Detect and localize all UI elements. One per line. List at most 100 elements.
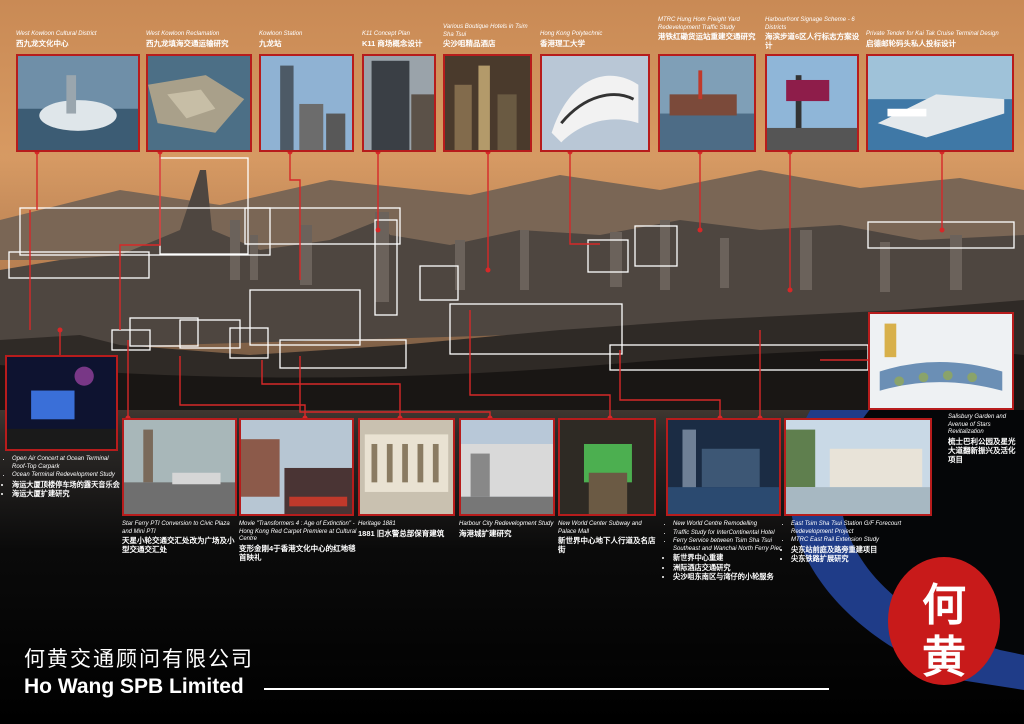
caption-salisbury-garden: Salisbury Garden and Avenue of Stars Rev… [948,414,1018,464]
caption-zh: 西九龙文化中心 [16,38,69,48]
photo-kai-tak-cruise [866,54,1014,152]
image-placeholder [786,420,930,514]
image-placeholder [461,420,553,514]
caption-en: Kowloon Station [259,31,303,37]
photo-hong-kong-polytechnic [540,54,650,152]
caption-en: K11 Concept Plan [362,31,410,37]
caption-en: Hong Kong Polytechnic [540,31,603,37]
photo-east-tst-station [784,418,932,516]
image-placeholder [261,56,352,150]
caption-harbour-city: Harbour City Redevelopment Study 海港城扩建研究 [459,521,555,538]
bullet-en: Ocean Terminal Redevelopment Study [12,472,120,480]
seal-char-bottom: 黄 [922,632,966,683]
east-tst-notes: East Tsim Sha Tsui Station G/F Forecourt… [784,521,934,565]
caption-west-kowloon-cultural-district: West Kowloon Cultural District 西九龙文化中心 [16,31,141,48]
caption-zh: 九龙站 [259,38,282,48]
caption-star-ferry-pti: Star Ferry PTI Conversion to Civic Plaza… [122,521,237,554]
image-placeholder [668,420,779,514]
photo-harbourfront-signage [765,54,859,152]
image-placeholder [364,56,434,150]
bullet-zh: 海运大厦顶楼停车场的露天音乐会 [12,480,120,490]
new-world-notes: New World Centre Remodelling Traffic Stu… [666,521,784,583]
caption-zh: 变形金刚4于香港文化中心的红地毯首映礼 [239,543,356,562]
caption-boutique-hotels: Various Boutique Hotels in Tsim Sha Tsui… [443,24,528,48]
caption-en: West Kowloon Cultural District [16,31,97,37]
bullet-zh: 新世界中心重建 [673,553,784,563]
image-placeholder [660,56,754,150]
ocean-terminal-notes: Open Air Concert at Ocean Terminal Roof-… [5,456,120,500]
caption-zh: 启德邮轮码头私人投标设计 [866,38,956,48]
caption-zh: 海港城扩建研究 [459,528,512,538]
caption-en: Salisbury Garden and Avenue of Stars Rev… [948,414,1007,435]
bullet-zh: 尖东站前庭及路旁重建项目 [791,545,934,555]
image-placeholder [241,420,352,514]
company-seal: 何 黄 [888,557,1000,685]
photo-transformers-premiere [239,418,354,516]
photo-kowloon-station [259,54,354,152]
seal-char-top: 何 [922,580,966,631]
caption-en: West Kowloon Reclamation [146,31,220,37]
photo-west-kowloon-cultural-district [16,54,140,152]
photo-new-world-centre [666,418,781,516]
image-placeholder [360,420,453,514]
caption-transformers-premiere: Movie "Transformers 4 : Age of Extinctio… [239,521,357,562]
photo-harbour-city [459,418,555,516]
caption-kowloon-station: Kowloon Station 九龙站 [259,31,354,48]
image-placeholder [148,56,250,150]
company-name-zh: 何黄交通顾问有限公司 [24,648,254,671]
caption-en: Movie "Transformers 4 : Age of Extinctio… [239,521,357,542]
bullet-zh: 尖沙咀东南区与湾仔的小轮服务 [673,572,784,582]
bullet-en: Traffic Study for InterContinental Hotel [673,530,784,538]
caption-zh: 梳士巴利公园及星光大道翻新振兴及活化项目 [948,436,1016,464]
bullet-en: Open Air Concert at Ocean Terminal Roof-… [12,456,120,471]
caption-zh: 香港理工大学 [540,38,585,48]
caption-en: Various Boutique Hotels in Tsim Sha Tsui [443,24,528,38]
photo-boutique-hotels [443,54,532,152]
bullet-zh: 尖东铁路扩展研究 [791,554,934,564]
image-placeholder [7,357,116,449]
photo-k11-concept-plan [362,54,436,152]
caption-k11-concept-plan: K11 Concept Plan K11 商场概念设计 [362,31,437,48]
image-placeholder [124,420,235,514]
bullet-en: Ferry Service between Tsim Sha Tsui Sout… [673,538,784,553]
company-name-en: Ho Wang SPB Limited [24,675,244,698]
caption-en: Star Ferry PTI Conversion to Civic Plaza… [122,521,230,535]
bullet-zh: 海运大厦扩建研究 [12,489,120,499]
caption-en: Harbourfront Signage Scheme - 6 District… [765,17,855,31]
photo-new-world-subway [558,418,656,516]
caption-en: Heritage 1881 [358,521,396,527]
caption-zh: 1881 旧水警总部保育建筑 [358,528,445,538]
image-placeholder [560,420,654,514]
caption-zh: 海滨步道6区人行标志方案设计 [765,32,860,50]
caption-zh: 新世界中心地下人行道及名店街 [558,536,656,554]
caption-zh: K11 商场概念设计 [362,38,423,48]
photo-ocean-terminal-concert [5,355,118,451]
bullet-en: MTRC East Rail Extension Study [791,537,934,545]
photo-mtrc-hung-hom [658,54,756,152]
caption-west-kowloon-reclamation: West Kowloon Reclamation 西九龙填海交通运输研究 [146,31,256,48]
caption-hong-kong-polytechnic: Hong Kong Polytechnic 香港理工大学 [540,31,650,48]
image-placeholder [18,56,138,150]
caption-zh: 尖沙咀精品酒店 [443,39,496,48]
caption-zh: 天星小轮交通交汇处改为广场及小型交通交汇处 [122,536,235,554]
caption-en: Private Tender for Kai Tak Cruise Termin… [866,31,999,37]
caption-harbourfront-signage: Harbourfront Signage Scheme - 6 District… [765,17,865,50]
bullet-en: East Tsim Sha Tsui Station G/F Forecourt… [791,521,934,536]
caption-en: Harbour City Redevelopment Study [459,521,554,527]
image-placeholder [870,314,1012,408]
caption-en: MTRC Hung Hom Freight Yard Redevelopment… [658,17,740,31]
image-placeholder [542,56,648,150]
image-placeholder [767,56,857,150]
bullet-en: New World Centre Remodelling [673,521,784,529]
photo-heritage-1881 [358,418,455,516]
photo-west-kowloon-reclamation [146,54,252,152]
caption-zh: 西九龙填海交通运输研究 [146,38,229,48]
caption-mtrc-hung-hom: MTRC Hung Hom Freight Yard Redevelopment… [658,17,758,41]
caption-zh: 港铁红磡货运站重建交通研究 [658,32,756,41]
caption-kai-tak-cruise: Private Tender for Kai Tak Cruise Termin… [866,31,1016,48]
caption-new-world-subway: New World Center Subway and Palace Mall … [558,521,658,554]
bullet-zh: 洲际酒店交通研究 [673,563,784,573]
image-placeholder [445,56,530,150]
footer-rule [264,688,829,690]
